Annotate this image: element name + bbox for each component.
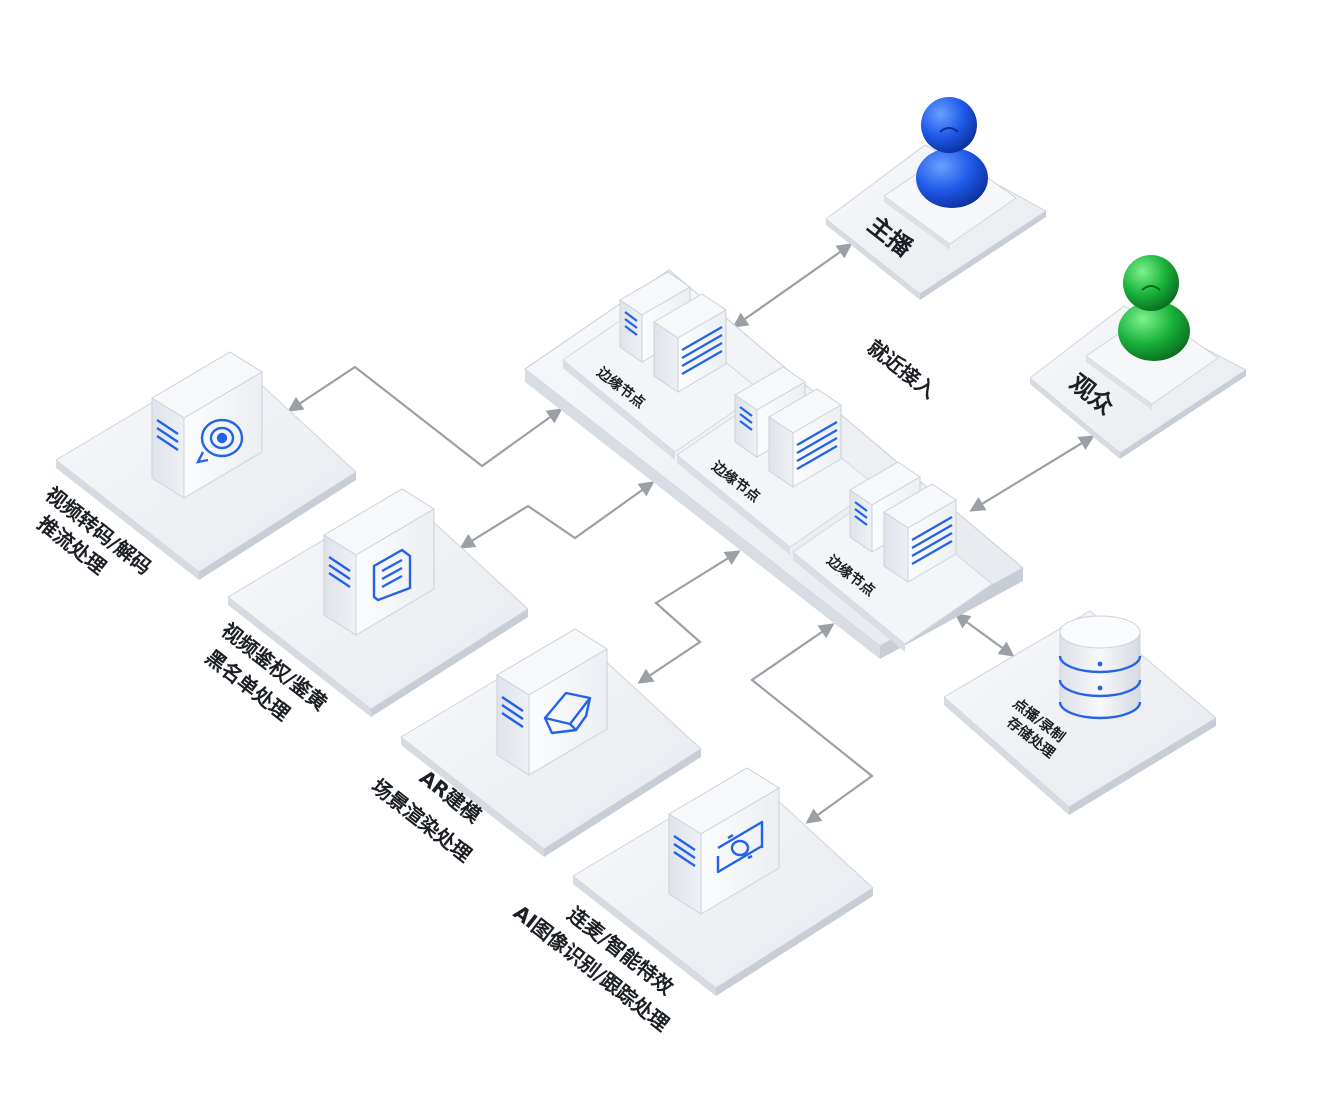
nearby-access-label: 就近接入 bbox=[863, 335, 941, 403]
service-node-ar[interactable]: AR建模 场景渲染处理 bbox=[367, 628, 702, 867]
arrow-audience-edge bbox=[969, 435, 1095, 512]
edge-node-3[interactable]: 边缘节点 bbox=[792, 461, 993, 652]
face-scan-icon bbox=[716, 820, 764, 874]
anchor-node[interactable]: 主播 bbox=[825, 97, 1047, 300]
database-icon bbox=[1058, 615, 1142, 720]
audience-node[interactable]: 观众 bbox=[1029, 255, 1247, 459]
cube-model-icon bbox=[543, 691, 592, 735]
edge-node-1[interactable]: 边缘节点 bbox=[562, 271, 763, 460]
anchor-person-icon bbox=[916, 97, 988, 208]
arrow-anchor-edge bbox=[732, 243, 853, 328]
document-list-icon bbox=[372, 548, 412, 602]
edge-node-2[interactable]: 边缘节点 bbox=[676, 366, 878, 555]
orbit-icon bbox=[195, 418, 244, 464]
arrow-edge-service-1 bbox=[287, 365, 563, 468]
arrow-edge-service-2 bbox=[459, 481, 655, 549]
arrow-edge-service-4 bbox=[750, 623, 874, 824]
service-node-ai[interactable]: 连麦/智能特效 AI图像识别/跟踪处理 bbox=[509, 767, 874, 1036]
service-node-transcode[interactable]: 视频转码/解码 推流处理 bbox=[33, 351, 357, 580]
service-node-moderation[interactable]: 视频鉴权/鉴黄 黑名单处理 bbox=[201, 488, 529, 726]
arrow-edge-service-3 bbox=[637, 550, 741, 684]
connectors bbox=[287, 243, 1095, 824]
arrow-edge-storage bbox=[954, 613, 1015, 657]
audience-person-icon bbox=[1118, 255, 1190, 361]
edge-cluster: 边缘节点 边缘节点 bbox=[523, 269, 1025, 659]
storage-node[interactable]: 点播/录制 存储处理 bbox=[943, 610, 1217, 815]
